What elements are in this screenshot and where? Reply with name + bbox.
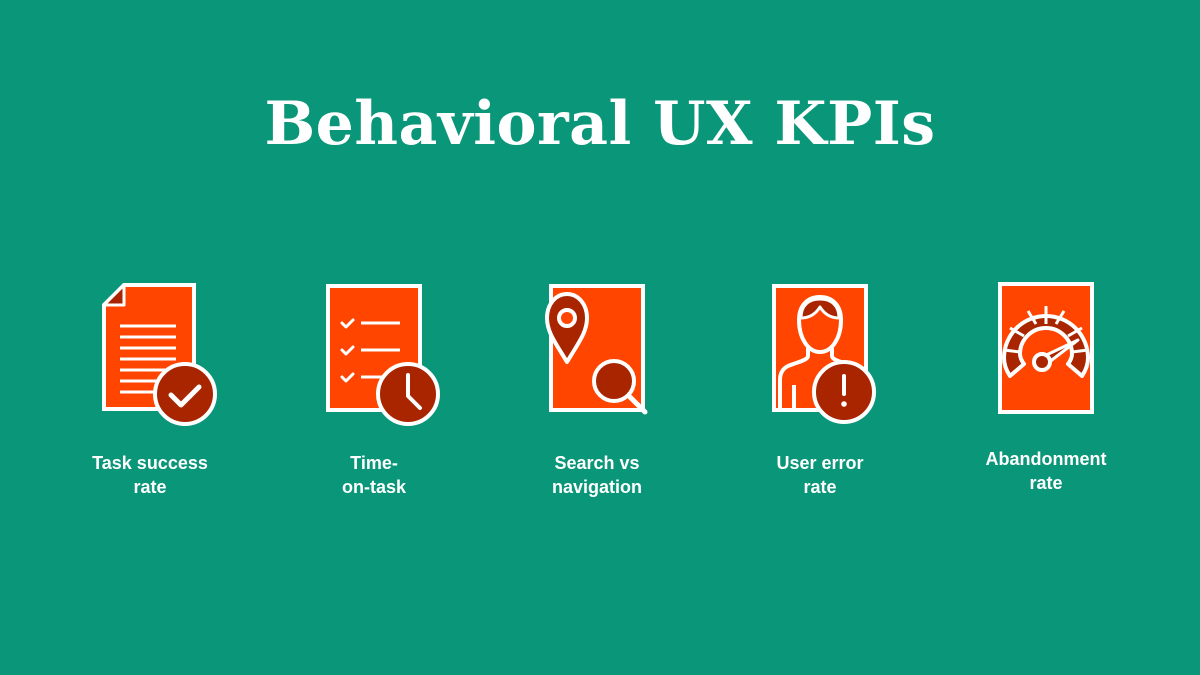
page-title: Behavioral UX KPIs: [264, 89, 936, 159]
kpi-label: Abandonment rate: [985, 449, 1107, 493]
map-pin-search-icon: [545, 284, 648, 415]
checklist-clock-icon: [326, 284, 440, 426]
document-check-icon: [102, 283, 217, 426]
kpi-label: Search vs navigation: [551, 453, 642, 497]
kpi-label: User error rate: [776, 453, 864, 497]
kpi-label: Time- on-task: [341, 453, 406, 497]
speedometer-icon: [998, 282, 1094, 414]
user-error-icon: [772, 284, 876, 424]
kpi-label: Task success rate: [92, 453, 208, 497]
